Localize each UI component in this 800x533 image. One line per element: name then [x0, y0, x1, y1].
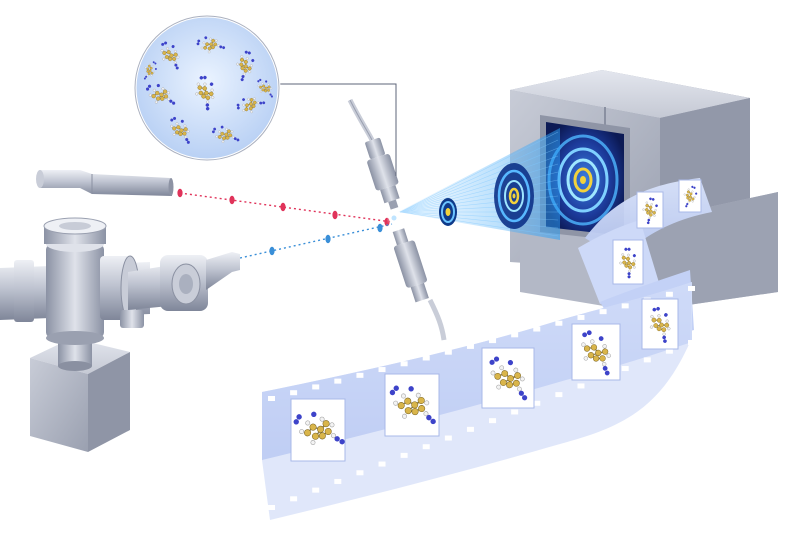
diffraction-pattern-2	[494, 163, 534, 229]
pump-beam	[177, 188, 393, 227]
pump-pulse	[229, 195, 235, 205]
film-frame	[678, 179, 702, 213]
molecule-icon	[649, 306, 671, 343]
molecule-icon	[145, 83, 176, 105]
laser-tube	[36, 170, 174, 196]
molecule-icon	[160, 41, 180, 70]
molecule-icon	[170, 116, 190, 144]
molecule-icon	[642, 197, 658, 225]
diffraction-cone	[398, 128, 560, 240]
film-frame	[290, 398, 346, 462]
probe-beam	[239, 223, 393, 259]
diffraction-pattern-1	[439, 198, 457, 226]
vacuum-chamber-icon	[0, 217, 240, 452]
film-strip-icon	[262, 178, 712, 520]
film-frame	[571, 323, 621, 381]
film-frame	[612, 239, 644, 285]
film-frame	[384, 373, 440, 437]
molecule-icon	[619, 247, 636, 279]
molecule-icon	[195, 75, 215, 111]
molecule-icon	[293, 411, 345, 445]
probe-pulse	[269, 246, 275, 256]
molecule-icon	[389, 385, 436, 425]
film-frame	[481, 347, 535, 409]
pump-pulse	[332, 210, 338, 220]
molecule-icon	[236, 50, 255, 82]
molecule-inset	[133, 14, 397, 176]
pump-pulse	[384, 217, 390, 227]
molecule-icon	[581, 330, 611, 376]
molecule-icon	[683, 185, 698, 208]
probe-pulse	[325, 234, 331, 244]
pump-pulse	[280, 202, 286, 212]
molecule-icon	[196, 36, 226, 54]
molecule-icon	[489, 356, 528, 401]
molecule-icon	[257, 78, 273, 98]
film-frame	[641, 298, 679, 350]
nozzle-icon	[347, 98, 447, 341]
film-frame	[636, 191, 664, 229]
molecule-icon	[236, 97, 266, 114]
molecule-icon	[143, 61, 157, 80]
molecule-icon	[211, 125, 240, 143]
probe-pulse	[377, 223, 383, 233]
pump-pulse	[177, 188, 183, 198]
